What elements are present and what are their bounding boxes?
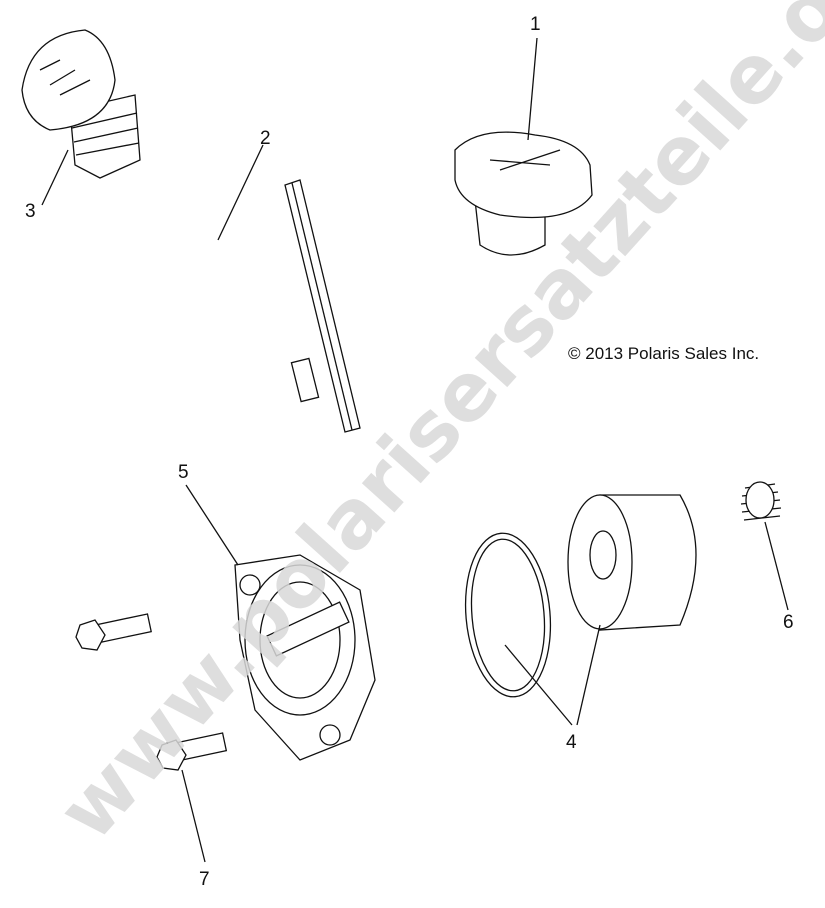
part-oil-filter	[464, 494, 697, 698]
part-bolts	[75, 613, 228, 771]
callout-1: 1	[530, 14, 541, 35]
callout-7: 7	[199, 869, 210, 890]
part-dipstick	[21, 29, 361, 433]
leader-lines	[41, 37, 789, 863]
callout-5: 5	[178, 462, 189, 483]
part-filter-housing	[234, 554, 376, 761]
watermark: www.polarisersatzteile.de	[40, 0, 825, 858]
copyright-notice: © 2013 Polaris Sales Inc.	[568, 344, 760, 363]
callout-4: 4	[566, 732, 577, 753]
callout-2: 2	[260, 128, 271, 149]
callout-6: 6	[783, 612, 794, 633]
part-oil-cap	[454, 131, 593, 256]
part-spring	[740, 481, 782, 521]
callout-3: 3	[25, 201, 36, 222]
